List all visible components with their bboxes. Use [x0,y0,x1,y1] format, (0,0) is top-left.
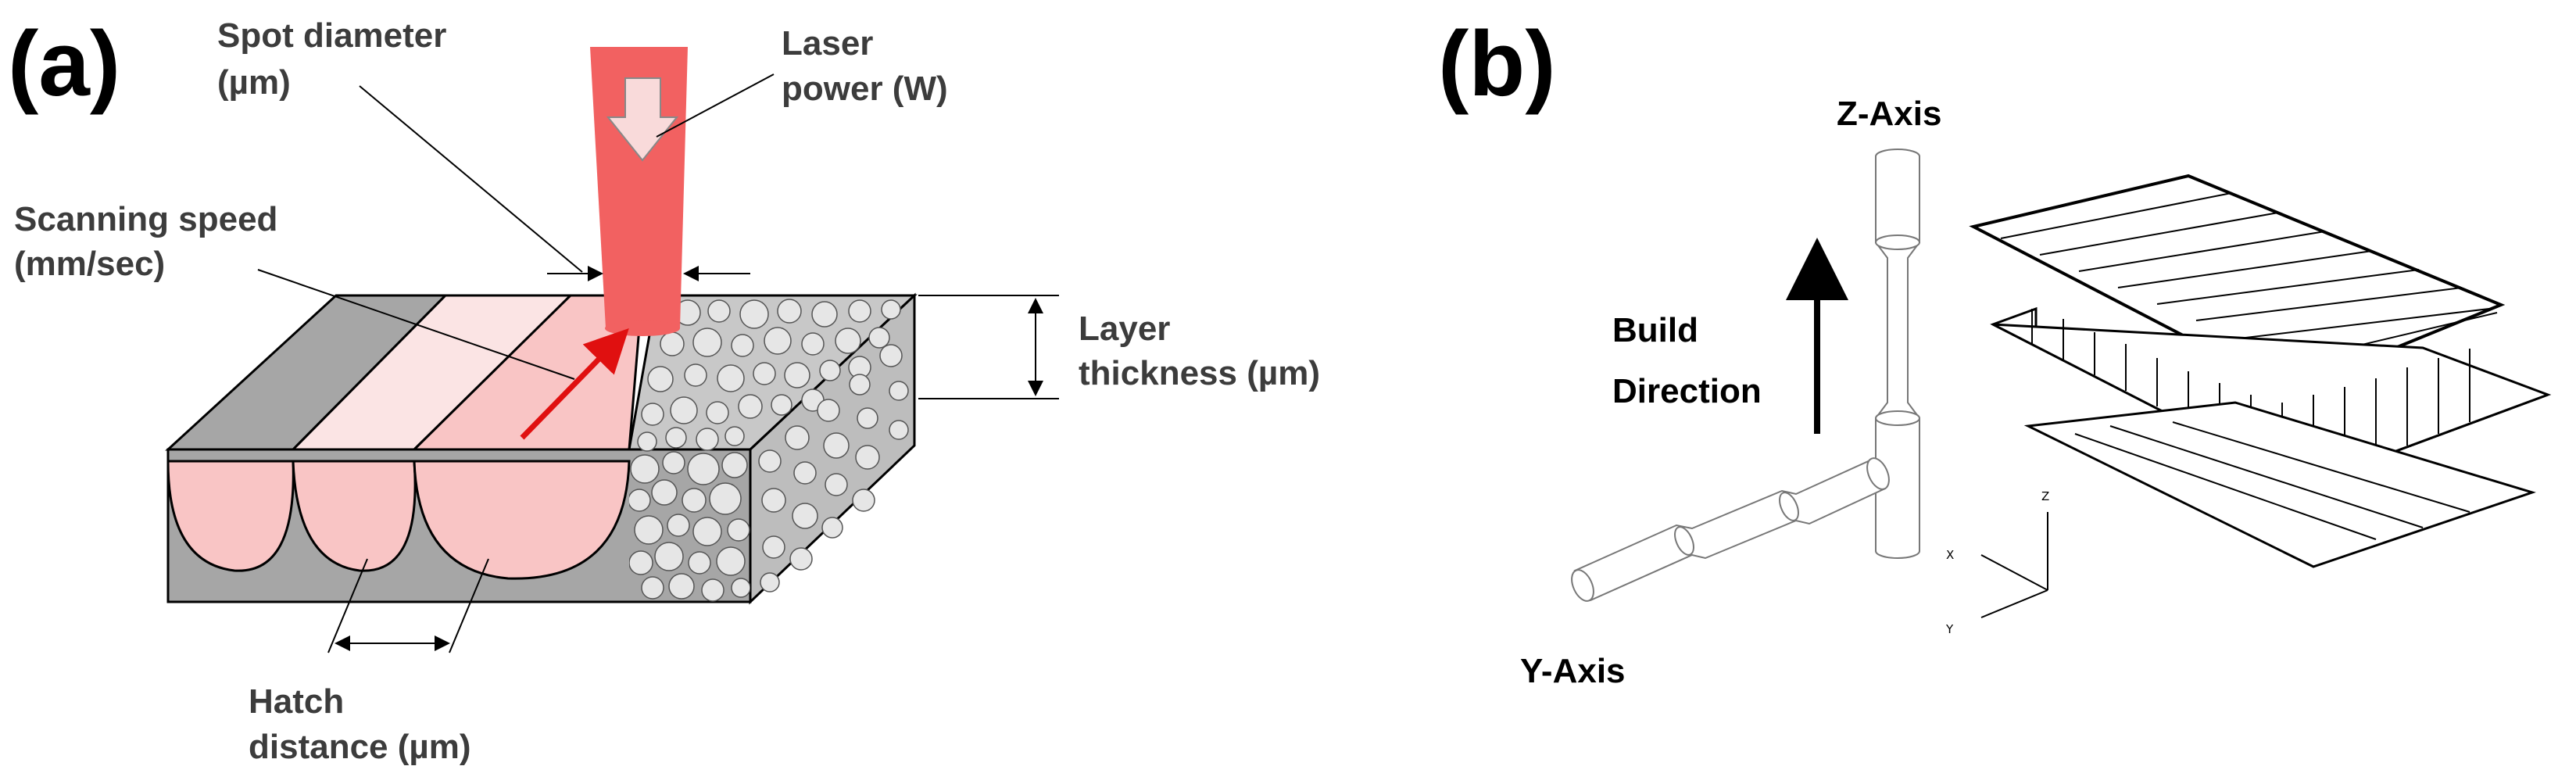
scan-direction-arrow [520,328,629,440]
scanning-speed-label-line2: (mm/sec) [14,245,165,283]
powder-bed-block [165,292,918,605]
laser-power-label-line1: Laser [782,24,873,63]
panel-b-letter: (b) [1438,13,1556,116]
melt-pool-3 [413,460,631,580]
scan-layer-bottom [2023,401,2548,568]
layer-thickness-label-line2: thickness (µm) [1079,354,1320,392]
laser-down-arrow-icon [606,77,679,162]
laser-power-label-line2: power (W) [782,70,948,108]
melt-pool-2 [292,460,417,572]
xyz-triad: Z X Y [1945,489,2049,636]
z-axis-label: Z-Axis [1837,95,1941,133]
triad-z-label: Z [2041,489,2049,503]
panel-a: (a) [8,13,1320,766]
spot-diameter-leader [359,85,583,273]
melt-pool-1 [166,460,295,572]
powder-particles-front [629,451,750,602]
hatch-distance-label-line2: distance (µm) [249,728,471,766]
build-direction-label-line1: Build [1612,311,1698,349]
y-axis-specimen [1571,457,1890,602]
scanning-speed-label-line1: Scanning speed [14,200,277,238]
spot-diameter-label-line2: (µm) [217,63,291,102]
panel-a-letter: (a) [8,13,120,116]
scanning-speed-leader [257,269,575,380]
triad-y-label: Y [1945,622,1954,636]
layer-thickness-label-line1: Layer [1079,310,1170,348]
hatch-right-extension [449,558,489,653]
hatch-distance-label-line1: Hatch [249,682,344,721]
laser-spot [605,320,680,336]
y-axis-label: Y-Axis [1520,652,1626,690]
z-axis-specimen [1875,149,1920,559]
laser-power-leader [656,73,775,138]
build-direction-label-line2: Direction [1612,372,1762,410]
triad-x-label: X [1946,548,1954,562]
spot-diameter-label-line1: Spot diameter [217,16,446,55]
laser-beam [590,47,688,336]
panel-b: (b) Build Direction Z-Axis Y-Axis Z [1438,13,2552,690]
powder-particles-top [637,299,909,592]
